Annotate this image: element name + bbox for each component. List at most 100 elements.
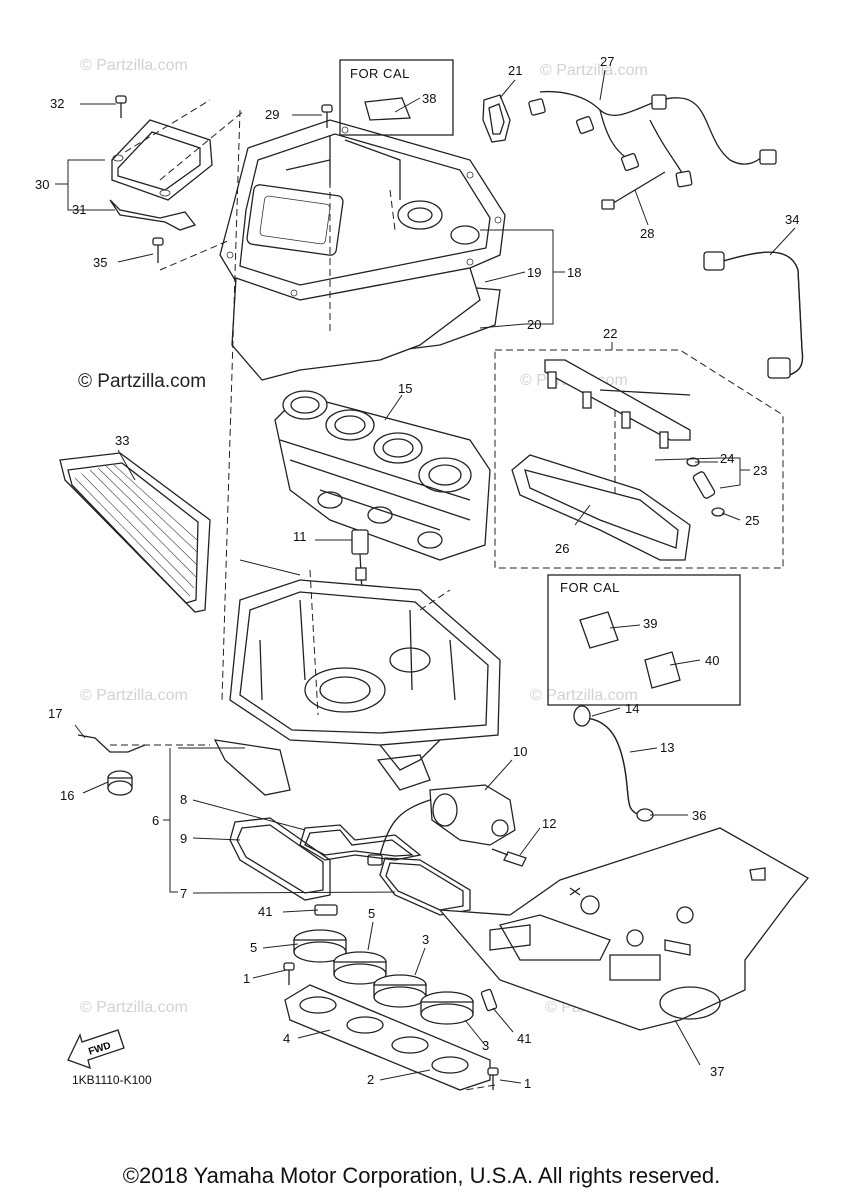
callout-35: 35 <box>93 255 107 270</box>
callout-29: 29 <box>265 107 279 122</box>
bolt-icon[interactable] <box>487 1067 499 1090</box>
callout-19: 19 <box>527 265 541 280</box>
callout-3: 3 <box>422 932 429 947</box>
callout-21: 21 <box>508 63 522 78</box>
intake-clamp[interactable] <box>333 951 387 985</box>
throttle-body[interactable] <box>274 390 491 561</box>
callout-18: 18 <box>567 265 581 280</box>
callout-5: 5 <box>368 906 375 921</box>
intake-clamp[interactable] <box>420 991 474 1025</box>
callout-40: 40 <box>705 653 719 668</box>
watermark: © Partzilla.com <box>540 62 648 79</box>
watermark-prominent: © Partzilla.com <box>78 371 206 392</box>
air-box-case[interactable] <box>213 579 501 796</box>
callout-labels: 32 29 38 21 27 30 31 28 34 35 19 18 20 2… <box>35 54 799 1091</box>
callout-9: 9 <box>180 831 187 846</box>
cable-tie[interactable] <box>601 171 666 210</box>
callout-27: 27 <box>600 54 614 69</box>
fwd-arrow-icon: FWD <box>67 1029 125 1070</box>
hose-clamp[interactable] <box>573 705 591 727</box>
callout-36: 36 <box>692 808 706 823</box>
watermark: © Partzilla.com <box>80 687 188 704</box>
callout-20: 20 <box>527 317 541 332</box>
callout-5: 5 <box>250 940 257 955</box>
callout-41: 41 <box>258 904 272 919</box>
intake-clamp[interactable] <box>373 974 427 1008</box>
cover-skirt <box>231 267 481 381</box>
sensor[interactable] <box>480 988 498 1012</box>
callout-10: 10 <box>513 744 527 759</box>
callout-8: 8 <box>180 792 187 807</box>
callout-1: 1 <box>524 1076 531 1091</box>
callout-7: 7 <box>180 886 187 901</box>
label-sticker[interactable] <box>364 97 411 121</box>
intake-joint[interactable] <box>284 984 491 1091</box>
grommet[interactable] <box>107 770 133 796</box>
callout-28: 28 <box>640 226 654 241</box>
watermark: © Partzilla.com <box>80 999 188 1016</box>
callout-14: 14 <box>625 701 639 716</box>
callout-3: 3 <box>482 1038 489 1053</box>
leader-lines <box>55 69 796 1091</box>
gasket[interactable] <box>229 817 331 901</box>
label-sticker[interactable] <box>644 651 681 689</box>
fuel-rail-group-box <box>494 349 784 569</box>
callout-2: 2 <box>367 1072 374 1087</box>
breather-hose[interactable] <box>584 717 641 816</box>
callout-6: 6 <box>152 813 159 828</box>
bolt-icon[interactable] <box>321 104 333 128</box>
gasket[interactable] <box>299 824 422 861</box>
side-cover[interactable] <box>109 119 213 231</box>
fuel-hose[interactable] <box>703 251 804 379</box>
injector[interactable] <box>686 457 725 517</box>
grommet[interactable] <box>482 94 511 143</box>
callout-22: 22 <box>603 326 617 341</box>
callout-16: 16 <box>60 788 74 803</box>
for-cal-label: FOR CAL <box>560 580 620 595</box>
callout-13: 13 <box>660 740 674 755</box>
for-cal-label: FOR CAL <box>350 66 410 81</box>
intake-clamp[interactable] <box>293 929 347 963</box>
sensor[interactable] <box>351 529 369 593</box>
copyright-notice: ©2018 Yamaha Motor Corporation, U.S.A. A… <box>122 1163 721 1188</box>
bolt-icon[interactable] <box>115 95 127 118</box>
fuel-rail[interactable] <box>544 359 691 449</box>
callout-11: 11 <box>293 529 307 544</box>
sensor[interactable] <box>314 904 338 916</box>
callout-30: 30 <box>35 177 49 192</box>
callout-1: 1 <box>243 971 250 986</box>
callout-32: 32 <box>50 96 64 111</box>
callout-34: 34 <box>785 212 799 227</box>
callout-24: 24 <box>720 451 734 466</box>
under-panel[interactable] <box>438 827 809 1031</box>
watermark: © Partzilla.com <box>530 687 638 704</box>
callout-37: 37 <box>710 1064 724 1079</box>
callout-12: 12 <box>542 816 556 831</box>
bolt-icon[interactable] <box>491 848 527 867</box>
callout-17: 17 <box>48 706 62 721</box>
label-sticker[interactable] <box>579 611 619 649</box>
callout-23: 23 <box>753 463 767 478</box>
wire-harness[interactable] <box>528 90 777 188</box>
diagram-code: 1KB1110-K100 <box>72 1073 152 1087</box>
for-cal-box-top: FOR CAL <box>339 59 454 136</box>
callout-26: 26 <box>555 541 569 556</box>
assembly-guides <box>110 99 616 746</box>
callout-15: 15 <box>398 381 412 396</box>
injector-holder[interactable] <box>511 454 691 561</box>
callout-33: 33 <box>115 433 129 448</box>
callout-39: 39 <box>643 616 657 631</box>
callout-31: 31 <box>72 202 86 217</box>
for-cal-box-bottom: FOR CAL <box>547 574 741 706</box>
bolt-icon[interactable] <box>283 962 295 985</box>
control-valve[interactable] <box>367 754 516 866</box>
watermark: © Partzilla.com <box>80 57 188 74</box>
bolt-icon[interactable] <box>152 237 164 263</box>
callout-25: 25 <box>745 513 759 528</box>
gasket[interactable] <box>379 857 471 916</box>
callout-38: 38 <box>422 91 436 106</box>
air-filter[interactable] <box>59 452 211 613</box>
clip[interactable] <box>77 734 146 753</box>
callout-4: 4 <box>283 1031 290 1046</box>
